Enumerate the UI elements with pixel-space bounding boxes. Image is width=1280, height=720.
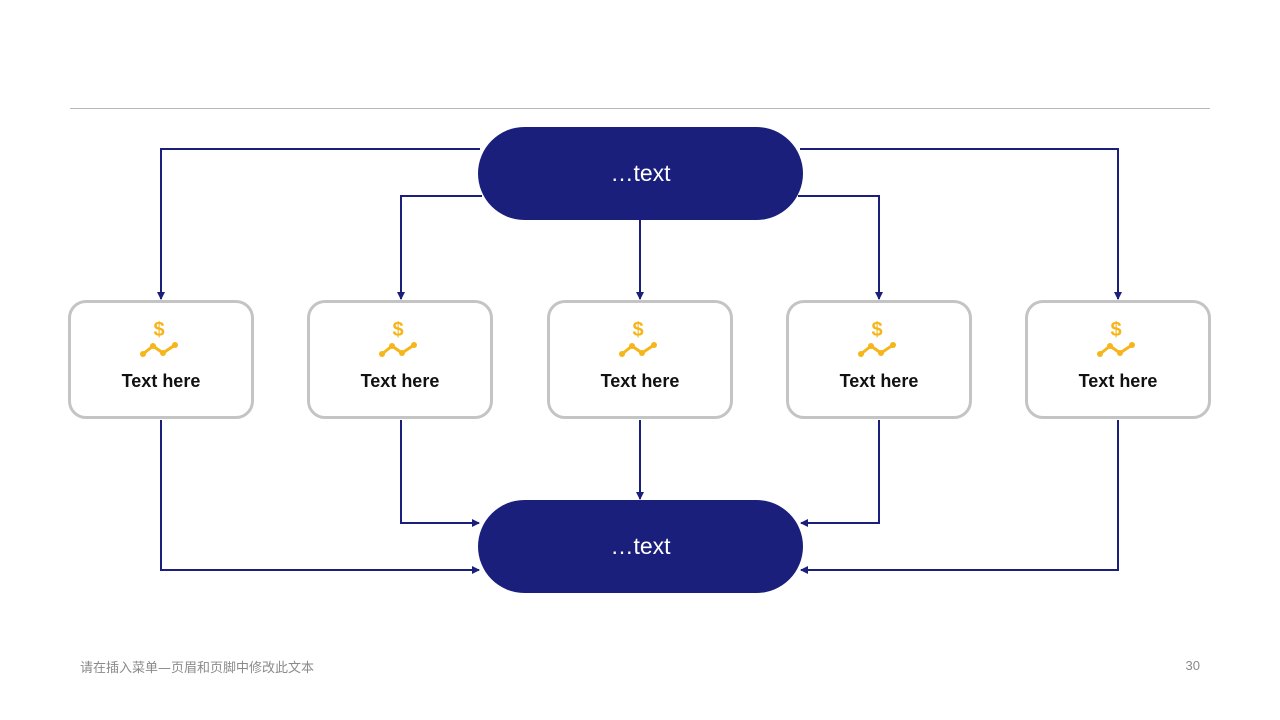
card-5: $ Text here [1025,300,1211,419]
card-label: Text here [1078,371,1158,391]
connector-top-to-card-4 [798,195,883,300]
svg-text:$: $ [153,319,164,341]
connector-top-to-card-1 [157,148,480,300]
dollar-trend-icon: $ [379,319,417,357]
card-label: Text here [600,371,680,391]
connector-card-4-to-bottom [800,420,880,527]
card-label: Text here [839,371,919,391]
bottom-node: …text [478,500,803,593]
page-number: 30 [1185,658,1200,673]
dollar-trend-icon: $ [140,319,178,357]
top-node: …text [478,127,803,220]
bottom-node-label: …text [610,533,671,559]
connector-top-to-card-2 [397,195,482,300]
connector-card-2-to-bottom [400,420,480,527]
top-node-label: …text [610,160,671,186]
connector-card-5-to-bottom [800,420,1119,574]
card-label: Text here [121,371,201,391]
connector-top-to-card-5 [800,148,1122,300]
connector-card-1-to-bottom [160,420,480,574]
dollar-trend-icon: $ [858,319,896,357]
card-label: Text here [360,371,440,391]
header-divider [70,108,1210,109]
svg-text:$: $ [632,319,643,341]
card-4: $ Text here [786,300,972,419]
svg-text:$: $ [1110,319,1121,341]
footer-text: 请在插入菜单—页眉和页脚中修改此文本 [80,661,315,676]
card-3: $ Text here [547,300,733,419]
dollar-trend-icon: $ [1097,319,1135,357]
dollar-trend-icon: $ [619,319,657,357]
card-2: $ Text here [307,300,493,419]
svg-text:$: $ [392,319,403,341]
svg-text:$: $ [871,319,882,341]
card-1: $ Text here [68,300,254,419]
